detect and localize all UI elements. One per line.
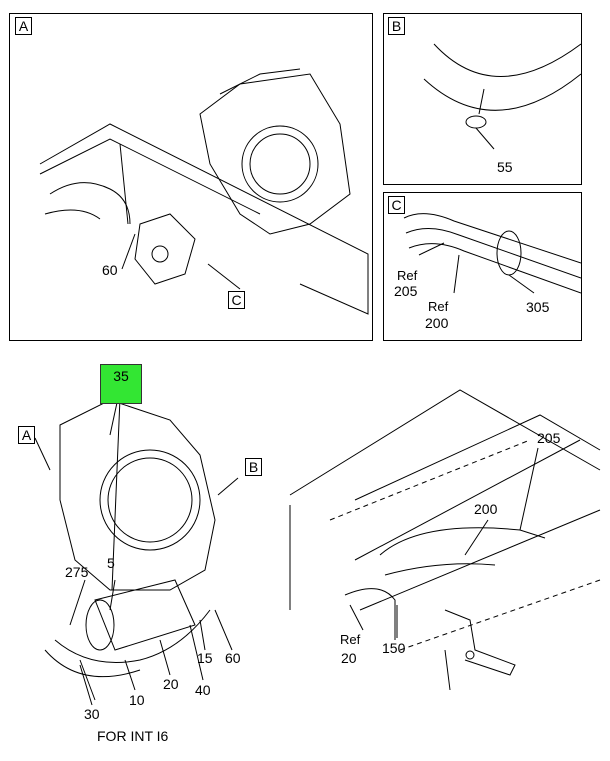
callout-ref205-prefix: Ref — [397, 268, 418, 283]
callout-305: 305 — [526, 299, 550, 315]
callout-ref200: 200 — [425, 315, 449, 331]
highlighted-part-35[interactable]: 35 — [100, 364, 142, 404]
callout-55: 55 — [497, 159, 513, 175]
callout-5: 5 — [107, 555, 115, 571]
callout-20: 20 — [163, 676, 179, 692]
view-tag-a: A — [15, 17, 32, 35]
panel-b-drawing — [423, 43, 581, 150]
callout-205: 205 — [537, 430, 561, 446]
callout-ref205: 205 — [394, 283, 418, 299]
detail-panel-a: A 60 C — [9, 13, 373, 341]
callout-200: 200 — [474, 501, 498, 517]
callout-ref20: 20 — [341, 650, 357, 666]
view-indicator-b: B — [245, 458, 262, 476]
callout-40: 40 — [195, 682, 211, 698]
callout-60: 60 — [102, 262, 118, 278]
callout-10: 10 — [129, 692, 145, 708]
view-tag-b: B — [388, 17, 405, 35]
view-indicator-a: A — [18, 426, 35, 444]
callout-ref20-prefix: Ref — [340, 632, 361, 647]
callout-30: 30 — [84, 706, 100, 722]
figure-caption: FOR INT I6 — [97, 728, 169, 744]
view-indicator-c: C — [228, 291, 245, 309]
callout-150: 150 — [382, 640, 406, 656]
detail-panel-b: B 55 — [383, 13, 582, 185]
panel-a-drawing — [39, 68, 369, 315]
callout-275: 275 — [65, 564, 89, 580]
callout-ref200-prefix: Ref — [428, 299, 449, 314]
view-tag-c: C — [388, 196, 405, 214]
panel-c-drawing — [403, 213, 581, 294]
callout-15: 15 — [197, 650, 213, 666]
callout-60-main: 60 — [225, 650, 241, 666]
detail-panel-c: C Ref 205 Ref 200 305 — [383, 192, 582, 341]
